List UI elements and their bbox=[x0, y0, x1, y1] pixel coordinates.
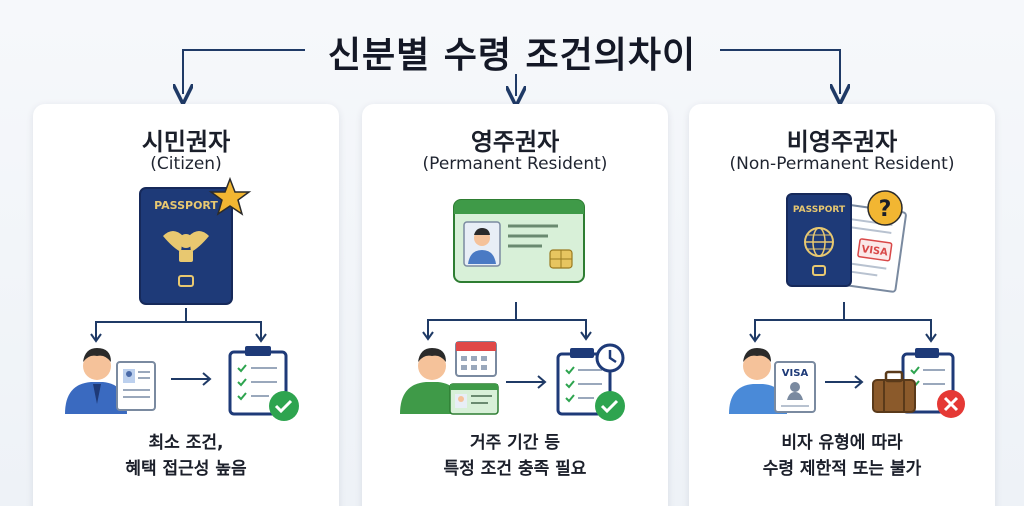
branch-arrows bbox=[90, 308, 267, 343]
card-description: 최소 조건, 혜택 접근성 높음 bbox=[33, 430, 339, 482]
check-badge-icon bbox=[269, 391, 299, 421]
check-badge-icon bbox=[595, 391, 625, 421]
green-card-icon bbox=[453, 199, 585, 283]
desc-line-1: 최소 조건, bbox=[148, 433, 224, 453]
card-description: 비자 유형에 따라 수령 제한적 또는 불가 bbox=[689, 430, 995, 482]
star-icon bbox=[208, 176, 252, 216]
clock-icon bbox=[595, 343, 625, 373]
desc-line-2: 수령 제한적 또는 불가 bbox=[762, 459, 922, 479]
non-permanent-resident-illustration: VISA PASSPORT ? bbox=[729, 190, 965, 418]
question-mark-icon: ? bbox=[867, 190, 903, 226]
process-arrow bbox=[506, 375, 547, 389]
card-title: 영주권자 bbox=[470, 128, 560, 156]
card-title: 비영주권자 bbox=[786, 128, 898, 156]
desc-line-1: 비자 유형에 따라 bbox=[781, 433, 903, 453]
desc-line-2: 혜택 접근성 높음 bbox=[125, 459, 247, 479]
suitcase-icon bbox=[872, 370, 916, 413]
card-description: 거주 기간 등 특정 조건 충족 필요 bbox=[362, 430, 668, 482]
passport-icon: PASSPORT bbox=[786, 193, 852, 287]
card-subtitle: (Non-Permanent Resident) bbox=[729, 154, 955, 174]
svg-text:?: ? bbox=[879, 197, 892, 222]
permanent-resident-illustration bbox=[400, 199, 625, 421]
passport-label: PASSPORT bbox=[154, 199, 218, 212]
small-green-card-icon bbox=[449, 383, 499, 415]
branch-arrows bbox=[749, 302, 937, 343]
page-title: 신분별 수령 조건의차이 bbox=[327, 35, 697, 76]
person-icon bbox=[729, 348, 787, 414]
card-title: 시민권자 bbox=[141, 128, 231, 156]
process-arrow bbox=[171, 372, 212, 386]
branch-arrows bbox=[422, 302, 592, 341]
person-icon bbox=[65, 348, 127, 414]
card-citizen: 시민권자 (Citizen) PASSPORT bbox=[33, 104, 339, 506]
card-subtitle: (Permanent Resident) bbox=[422, 154, 608, 174]
passport-label: PASSPORT bbox=[793, 205, 846, 215]
id-document-icon bbox=[116, 361, 156, 411]
person-icon bbox=[400, 348, 462, 414]
passport-icon: PASSPORT bbox=[139, 187, 233, 305]
card-permanent-resident: 영주권자 (Permanent Resident) bbox=[362, 104, 668, 506]
desc-line-2: 특정 조건 충족 필요 bbox=[443, 459, 587, 479]
visa-card-icon: VISA bbox=[774, 361, 816, 413]
process-arrow bbox=[825, 375, 864, 389]
card-non-permanent-resident: 비영주권자 (Non-Permanent Resident) VISA PASS… bbox=[689, 104, 995, 506]
desc-line-1: 거주 기간 등 bbox=[469, 433, 561, 453]
citizen-illustration: PASSPORT bbox=[65, 176, 299, 421]
card-subtitle: (Citizen) bbox=[150, 154, 222, 174]
x-badge-icon bbox=[937, 390, 965, 418]
visa-stamp-label: VISA bbox=[861, 244, 889, 259]
calendar-icon bbox=[455, 341, 497, 377]
visa-doc-label: VISA bbox=[782, 368, 809, 379]
